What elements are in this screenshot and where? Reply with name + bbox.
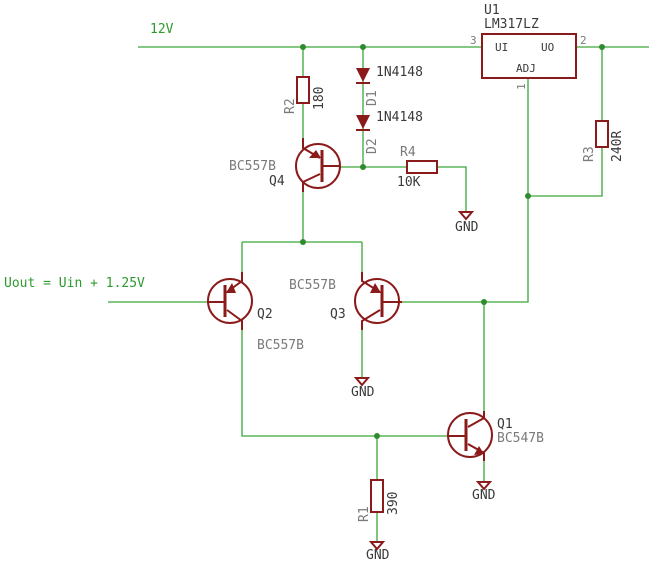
transistor-q3-ref: Q3 (330, 307, 346, 322)
transistor-q4-arrow (309, 150, 321, 158)
ground-label-q3: GND (351, 385, 375, 400)
diode-d2-symbol (356, 115, 370, 129)
transistor-q3-value: BC557B (289, 278, 336, 293)
ground-symbols (353, 211, 493, 551)
transistor-q1-collector (467, 411, 485, 428)
resistor-r3-ref: R3 (582, 146, 597, 162)
transistor-q3 (354, 272, 402, 330)
wire-adj (402, 78, 529, 303)
junction-dot (300, 44, 306, 50)
resistor-r3: R3 240R (582, 120, 625, 162)
wires (108, 46, 649, 542)
transistor-q1-value: BC547B (497, 431, 544, 446)
resistor-r2-value: 180 (312, 87, 327, 110)
transistor-q3-collector (361, 309, 381, 330)
transistor-q2-collector (226, 309, 243, 330)
resistor-r4: R4 10K (397, 145, 438, 190)
diode-d2-value: 1N4148 (376, 110, 423, 125)
ground-icon (457, 211, 475, 221)
ground-label-r1: GND (366, 548, 390, 563)
ground-label-r4: GND (455, 220, 479, 235)
diode-d2: 1N4148 D2 (356, 110, 423, 154)
resistor-r3-body (595, 120, 609, 148)
resistor-r2-ref: R2 (283, 98, 298, 114)
diode-d1-ref: D1 (365, 90, 380, 106)
resistor-r1: R1 390 (357, 479, 401, 522)
transistor-q4 (295, 138, 341, 192)
resistor-r3-value: 240R (610, 131, 625, 162)
net-label-output: Uout = Uin + 1.25V (4, 276, 145, 291)
wire-r4-gnd (437, 166, 467, 212)
diode-d1-value: 1N4148 (376, 65, 423, 80)
net-label-supply: 12V (150, 22, 174, 37)
resistor-r1-value: 390 (386, 492, 401, 515)
regulator-pin-3: 3 (470, 34, 477, 47)
transistor-q3-arrow (370, 283, 381, 293)
resistor-r1-body (370, 479, 384, 513)
transistor-q1-ref: Q1 (497, 417, 513, 432)
regulator-value: LM317LZ (484, 17, 539, 32)
junction-dot (360, 44, 366, 50)
regulator-pin-uo: UO (541, 41, 554, 54)
transistor-q2 (207, 272, 253, 330)
diode-d1: 1N4148 D1 (356, 65, 423, 106)
regulator-ref: U1 (484, 3, 500, 18)
regulator-pin-adj: ADJ (516, 62, 536, 75)
ground-icon (368, 541, 386, 551)
transistor-q1-emitter (467, 443, 485, 461)
regulator-u1: U1 LM317LZ UI UO ADJ 3 2 1 (470, 3, 587, 90)
diode-d2-ref: D2 (365, 138, 380, 154)
resistor-r1-ref: R1 (357, 506, 372, 522)
ground-icon (475, 481, 493, 491)
junction-dot (360, 164, 366, 170)
regulator-pin-2: 2 (580, 34, 587, 47)
regulator-pin-ui: UI (495, 41, 508, 54)
transistor-q2-value: BC557B (257, 338, 304, 353)
transistor-q4-ref: Q4 (269, 174, 285, 189)
resistor-r4-body (406, 160, 438, 174)
transistor-q1-arrow (474, 446, 484, 455)
regulator-pin-1: 1 (515, 83, 528, 90)
resistor-r4-ref: R4 (400, 145, 416, 160)
junctions (300, 44, 605, 439)
junction-dot (300, 239, 306, 245)
resistor-r2-body (296, 76, 310, 104)
ground-label-q1: GND (472, 488, 496, 503)
resistor-r4-value: 10K (397, 175, 421, 190)
wire-r3-bottom (528, 147, 603, 197)
resistor-r2: R2 180 (283, 76, 327, 114)
ground-icon (353, 377, 371, 387)
transistor-q1 (447, 411, 493, 461)
transistor-q2-ref: Q2 (257, 307, 273, 322)
junction-dot (374, 433, 380, 439)
junction-dot (599, 44, 605, 50)
junction-dot (525, 193, 531, 199)
transistor-q4-value: BC557B (229, 159, 276, 174)
transistor-q2-arrow (226, 283, 236, 293)
transistor-q4-collector (302, 173, 321, 192)
diode-d1-symbol (356, 68, 370, 82)
regulator-body (481, 33, 577, 79)
junction-dot (481, 299, 487, 305)
